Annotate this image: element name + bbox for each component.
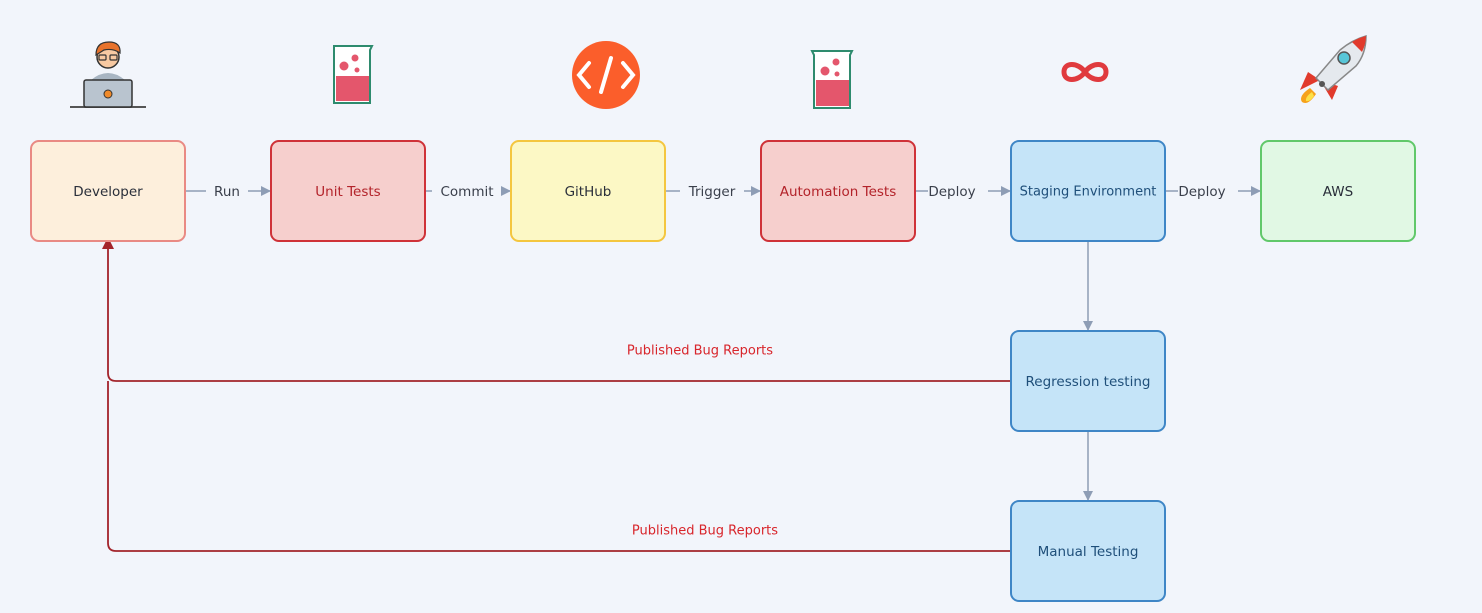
feedback-edge-manual: Published Bug Reports xyxy=(107,381,1010,552)
node-label-unit-tests: Unit Tests xyxy=(315,184,380,200)
node-developer[interactable]: Developer xyxy=(30,140,186,242)
node-label-manual: Manual Testing xyxy=(1038,544,1139,560)
node-label-automation-tests: Automation Tests xyxy=(780,184,897,200)
rocket-icon xyxy=(1300,35,1367,103)
node-label-aws: AWS xyxy=(1323,184,1353,200)
node-regression-testing[interactable]: Regression testing xyxy=(1010,330,1166,432)
node-label-github: GitHub xyxy=(565,184,612,200)
edge-trigger: Trigger xyxy=(666,184,761,200)
feedback-label-regression: Published Bug Reports xyxy=(627,344,773,359)
edge-label-trigger: Trigger xyxy=(688,184,736,200)
edge-label-run: Run xyxy=(214,184,240,200)
edge-deploy-aws: Deploy xyxy=(1166,184,1261,200)
node-unit-tests[interactable]: Unit Tests xyxy=(270,140,426,242)
node-aws[interactable]: AWS xyxy=(1260,140,1416,242)
edge-commit: Commit xyxy=(426,184,511,200)
node-github[interactable]: GitHub xyxy=(510,140,666,242)
code-brackets-icon xyxy=(572,41,640,109)
feedback-edge-regression: Published Bug Reports xyxy=(102,237,1010,382)
edge-label-deploy-staging: Deploy xyxy=(928,184,975,200)
node-label-regression: Regression testing xyxy=(1026,374,1151,390)
node-label-developer: Developer xyxy=(73,184,143,200)
edge-label-deploy-aws: Deploy xyxy=(1178,184,1225,200)
infinity-icon xyxy=(1061,62,1109,82)
edge-deploy-staging: Deploy xyxy=(916,184,1011,200)
beaker-icon xyxy=(333,45,374,104)
node-label-staging: Staging Environment xyxy=(1020,185,1157,200)
feedback-label-manual: Published Bug Reports xyxy=(632,524,778,539)
edge-label-commit: Commit xyxy=(440,184,493,200)
edge-run: Run xyxy=(186,184,271,200)
developer-laptop-icon xyxy=(70,41,146,108)
beaker-icon xyxy=(810,50,854,109)
node-staging-environment[interactable]: Staging Environment xyxy=(1010,140,1166,242)
node-manual-testing[interactable]: Manual Testing xyxy=(1010,500,1166,602)
node-automation-tests[interactable]: Automation Tests xyxy=(760,140,916,242)
